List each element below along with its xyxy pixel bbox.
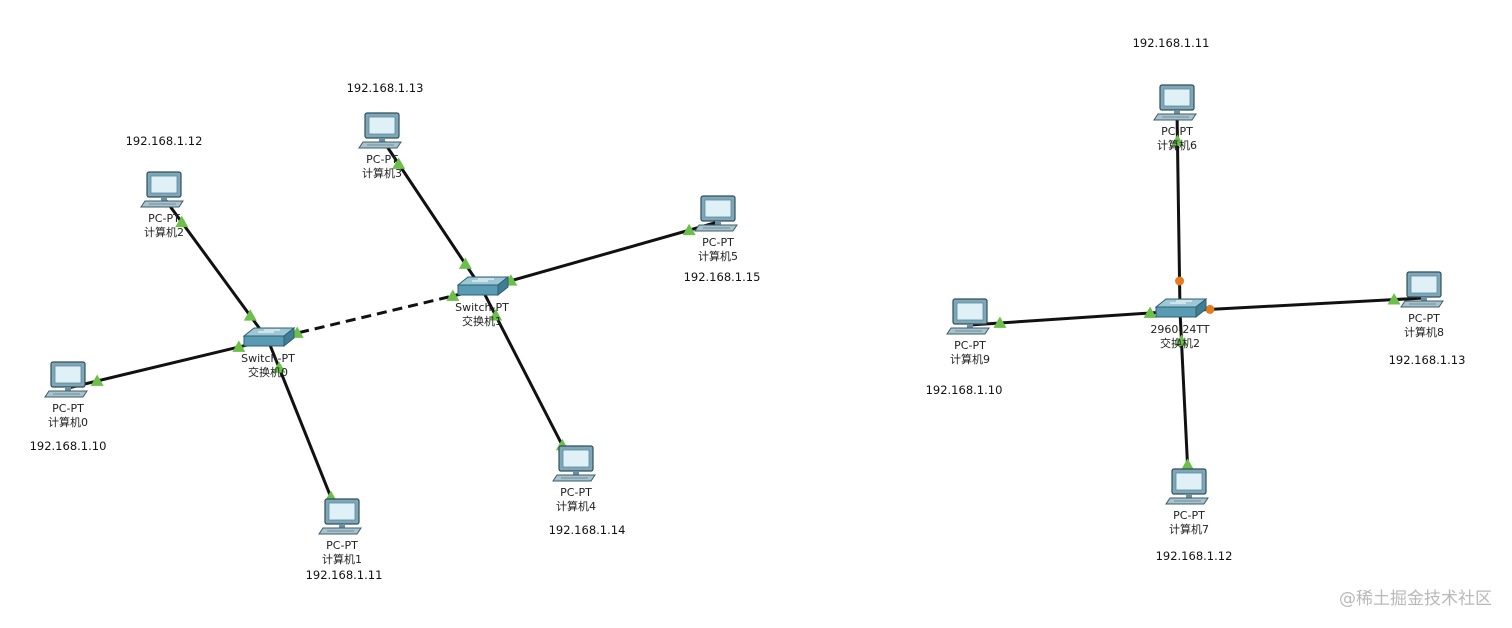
pc-icon[interactable] <box>1400 271 1444 308</box>
pc-icon[interactable] <box>44 361 88 398</box>
watermark-text: @稀土掘金技术社区 <box>1339 589 1492 609</box>
device-name-label: 计算机8 <box>1404 325 1444 339</box>
link-pc8-sw2[interactable] <box>1179 293 1425 314</box>
device-name-label: 交换机2 <box>1160 336 1200 350</box>
link-status-up-triangle <box>489 309 503 321</box>
device-model-label: PC-PT <box>1408 312 1440 325</box>
device-name-label: 计算机0 <box>48 415 88 429</box>
device-model-label: PC-PT <box>366 153 398 166</box>
device-model-label: PC-PT <box>702 236 734 249</box>
ip-address-label: 192.168.1.10 <box>30 439 107 453</box>
device-model-label: PC-PT <box>1161 125 1193 138</box>
pc-icon[interactable] <box>1153 84 1197 121</box>
device-model-label: PC-PT <box>52 402 84 415</box>
device-model-label: Switch-PT <box>241 352 295 365</box>
link-pc6-sw2[interactable] <box>1170 110 1185 312</box>
link-pc9-sw2[interactable] <box>969 306 1181 328</box>
link-pc3-sw1[interactable] <box>380 138 484 290</box>
device-name-label: 交换机1 <box>462 314 502 328</box>
ip-address-label: 192.168.1.12 <box>1156 549 1233 563</box>
link-status-up-triangle <box>682 223 696 236</box>
link-status-up-triangle <box>243 309 257 321</box>
link-status-up-triangle <box>446 289 460 301</box>
pc-icon[interactable] <box>1165 468 1209 505</box>
link-pc0-sw0[interactable] <box>67 338 269 390</box>
device-model-label: PC-PT <box>1173 509 1205 522</box>
link-status-blocking-dot <box>1175 276 1185 286</box>
link-cable[interactable] <box>481 220 719 291</box>
pc-icon[interactable] <box>946 298 990 335</box>
link-status-up-triangle <box>1181 458 1195 470</box>
device-model-label: PC-PT <box>560 486 592 499</box>
link-pc7-sw2[interactable] <box>1174 310 1195 496</box>
device-name-label: 计算机4 <box>556 499 596 513</box>
ip-address-label: 192.168.1.13 <box>347 81 424 95</box>
link-status-blocking-dot <box>1205 304 1215 314</box>
device-model-label: 2960-24TT <box>1150 323 1209 336</box>
links-layer <box>67 110 1425 526</box>
switch-icon[interactable] <box>1154 297 1208 319</box>
switch-icon[interactable] <box>456 275 510 297</box>
link-sw0-sw1[interactable] <box>267 287 483 342</box>
link-status-up-triangle <box>993 316 1007 328</box>
devices-layer: PC-PT计算机0192.168.1.10PC-PT计算机1192.168.1.… <box>30 36 1466 582</box>
device-name-label: 计算机2 <box>144 225 184 239</box>
pc-icon[interactable] <box>358 112 402 149</box>
device-model-label: Switch-PT <box>455 301 509 314</box>
ip-address-label: 192.168.1.15 <box>684 270 761 284</box>
link-status-up-triangle <box>1174 334 1188 346</box>
link-status-up-triangle <box>458 257 472 269</box>
link-status-up-triangle <box>90 374 104 386</box>
link-status-up-triangle <box>1387 293 1401 305</box>
link-status-up-triangle <box>272 361 286 373</box>
pc-icon[interactable] <box>140 171 184 208</box>
link-cable[interactable] <box>267 287 483 342</box>
device-name-label: 计算机3 <box>362 166 402 180</box>
link-pc2-sw0[interactable] <box>162 197 270 341</box>
link-status-up-triangle <box>1170 134 1184 146</box>
pc-icon[interactable] <box>694 195 738 232</box>
device-name-label: 计算机9 <box>950 352 990 366</box>
device-name-label: 计算机5 <box>698 249 738 263</box>
link-status-up-triangle <box>392 157 406 169</box>
switch-icon[interactable] <box>242 326 296 348</box>
ip-address-label: 192.168.1.10 <box>926 383 1003 397</box>
pc-icon[interactable] <box>318 498 362 535</box>
device-model-label: PC-PT <box>954 339 986 352</box>
device-name-label: 交换机0 <box>248 365 288 379</box>
pc-icon[interactable] <box>552 445 596 482</box>
link-cable[interactable] <box>969 309 1181 327</box>
device-name-label: 计算机7 <box>1169 522 1209 536</box>
device-model-label: PC-PT <box>148 212 180 225</box>
device-name-label: 计算机1 <box>322 552 362 566</box>
link-status-up-triangle <box>232 340 246 352</box>
device-name-label: 计算机6 <box>1157 138 1197 152</box>
ip-address-label: 192.168.1.13 <box>1389 353 1466 367</box>
device-model-label: PC-PT <box>326 539 358 552</box>
ip-address-label: 192.168.1.11 <box>1133 36 1210 50</box>
ip-address-label: 192.168.1.11 <box>306 568 383 582</box>
link-status-up-triangle <box>175 215 189 228</box>
link-cable[interactable] <box>1179 296 1425 313</box>
link-status-up-triangle <box>1143 306 1157 318</box>
ip-address-label: 192.168.1.12 <box>126 134 203 148</box>
ip-address-label: 192.168.1.14 <box>549 523 626 537</box>
